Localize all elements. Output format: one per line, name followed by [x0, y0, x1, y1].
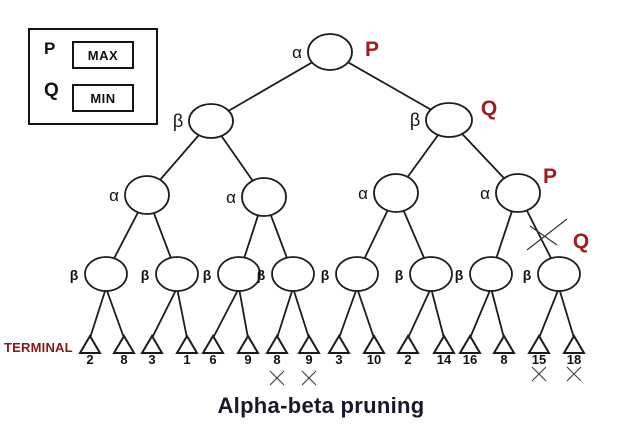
node-greek-label: β — [70, 267, 79, 283]
pruned-terminal-cross-icon — [531, 366, 547, 382]
terminal-edge — [276, 287, 294, 339]
player-label: Q — [481, 97, 497, 120]
legend-symbol-p: P — [44, 39, 56, 58]
player-label: P — [365, 38, 379, 61]
terminal-triangle — [175, 334, 199, 354]
terminal-value: 2 — [404, 352, 411, 367]
terminal-value: 6 — [209, 352, 216, 367]
tree-node — [495, 173, 541, 213]
terminal-triangle — [458, 334, 482, 354]
tree-edge — [210, 51, 331, 122]
terminal-edge — [407, 287, 432, 339]
tree-node — [425, 102, 473, 138]
terminal-triangle — [327, 334, 351, 354]
node-greek-label: β — [523, 267, 532, 283]
terminal-triangle — [201, 334, 225, 354]
tree-node — [409, 256, 453, 292]
pruned-terminal-cross-icon — [566, 366, 582, 382]
terminal-triangle — [265, 334, 289, 354]
terminal-edge — [430, 287, 445, 339]
terminal-triangle — [362, 334, 386, 354]
terminal-triangle — [492, 334, 516, 354]
terminal-value: 8 — [500, 352, 507, 367]
terminal-value: 8 — [273, 352, 280, 367]
terminal-edge — [105, 287, 125, 339]
terminal-triangle — [140, 334, 164, 354]
terminal-value: 3 — [148, 352, 155, 367]
pruned-edge-cross-icon — [529, 225, 558, 246]
terminal-value: 1 — [183, 352, 190, 367]
terminal-row-label: TERMINAL — [4, 340, 73, 355]
terminal-triangle — [112, 334, 136, 354]
tree-node — [155, 256, 199, 292]
terminal-triangle — [78, 334, 102, 354]
terminal-edge — [538, 287, 560, 339]
tree-node — [188, 103, 234, 139]
legend-symbol-q: Q — [44, 80, 59, 101]
tree-node — [469, 256, 513, 292]
node-greek-label: β — [395, 267, 404, 283]
terminal-edge — [356, 287, 375, 339]
terminal-triangle — [432, 334, 456, 354]
player-label: P — [543, 165, 557, 188]
figure-title: Alpha-beta pruning — [217, 393, 425, 418]
tree-node — [124, 175, 170, 215]
terminal-triangle — [236, 334, 260, 354]
terminal-value: 14 — [437, 352, 452, 367]
legend-min-box: MIN — [72, 84, 134, 112]
node-greek-label: α — [109, 186, 119, 205]
tree-node — [335, 256, 379, 292]
terminal-edge — [212, 287, 240, 339]
terminal-edge — [292, 287, 310, 339]
terminal-value: 3 — [335, 352, 342, 367]
terminal-edge — [238, 287, 249, 339]
terminal-edge — [151, 287, 178, 339]
node-greek-label: α — [480, 184, 490, 203]
tree-node — [217, 256, 261, 292]
node-greek-label: α — [292, 43, 302, 62]
terminal-value: 18 — [567, 352, 581, 367]
terminal-value: 15 — [532, 352, 546, 367]
terminal-triangle — [562, 334, 586, 354]
terminal-triangle — [297, 334, 321, 354]
terminal-edge — [89, 287, 107, 339]
terminal-value: 10 — [367, 352, 381, 367]
tree-node — [537, 256, 581, 292]
node-greek-label: α — [226, 188, 236, 207]
legend-max-box: MAX — [72, 41, 134, 69]
terminal-triangle — [396, 334, 420, 354]
tree-node — [307, 33, 353, 71]
legend-box: P MAX Q MIN — [28, 28, 158, 125]
tree-node — [373, 173, 419, 213]
node-greek-label: β — [257, 267, 266, 283]
terminal-value: 9 — [244, 352, 251, 367]
node-greek-label: β — [141, 267, 150, 283]
terminal-edge — [469, 287, 492, 339]
terminal-value: 9 — [305, 352, 312, 367]
tree-node — [84, 256, 128, 292]
node-greek-label: β — [203, 267, 212, 283]
terminal-edge — [558, 287, 575, 339]
terminal-value: 16 — [463, 352, 477, 367]
terminal-edge — [490, 287, 505, 339]
pruned-edge-cross-icon — [526, 218, 568, 251]
node-greek-label: α — [358, 184, 368, 203]
terminal-triangle — [527, 334, 551, 354]
terminal-edge — [338, 287, 358, 339]
player-label: Q — [573, 230, 589, 253]
tree-node — [241, 177, 287, 217]
terminal-value: 2 — [86, 352, 93, 367]
tree-node — [271, 256, 315, 292]
terminal-value: 8 — [120, 352, 127, 367]
terminal-edge — [176, 287, 188, 339]
node-greek-label: β — [321, 267, 330, 283]
node-greek-label: β — [455, 267, 464, 283]
node-greek-label: β — [173, 111, 183, 131]
node-greek-label: β — [410, 110, 420, 130]
pruned-terminal-cross-icon — [301, 370, 317, 386]
tree-edge — [329, 51, 450, 121]
pruned-terminal-cross-icon — [269, 370, 285, 386]
